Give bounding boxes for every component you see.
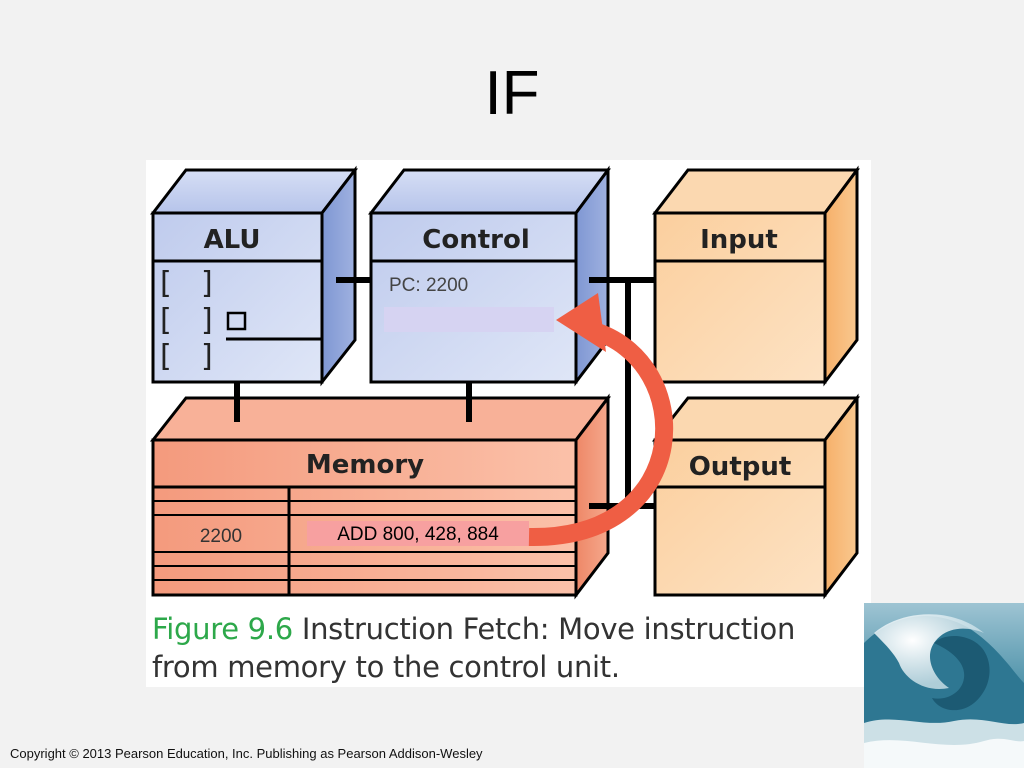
caption-text-2: from memory to the control unit. <box>152 650 620 684</box>
program-counter: PC: 2200 <box>389 275 468 296</box>
ocean-wave-image <box>864 603 1024 768</box>
slide-title: IF <box>484 59 540 128</box>
alu-register-bracket: [ <box>160 303 172 338</box>
alu-register-bracket: [ <box>160 266 172 301</box>
instruction-register <box>384 307 554 332</box>
caption-line-1: Figure 9.6 Instruction Fetch: Move instr… <box>152 610 795 648</box>
control-label: Control <box>422 225 529 255</box>
alu-register-bracket: [ <box>160 339 172 374</box>
input-label: Input <box>700 225 778 255</box>
alu-register-bracket: ] <box>201 266 213 301</box>
figure-number: Figure 9.6 <box>152 612 293 646</box>
alu-box: ALU [ ] [ ] [ ] <box>149 165 359 387</box>
memory-label: Memory <box>306 450 424 480</box>
output-box: Output <box>651 393 861 600</box>
von-neumann-diagram: ALU [ ] [ ] [ ] Control PC: 2200 Inpu <box>146 160 871 687</box>
input-box: Input <box>651 165 860 387</box>
control-box: Control PC: 2200 <box>367 165 611 387</box>
alu-condition-flag <box>226 311 247 331</box>
instruction-fetch-arrow <box>528 293 674 547</box>
memory-box: Memory 2200 ADD 800, 428, 884 <box>149 393 612 600</box>
alu-register-bracket: ] <box>201 339 213 374</box>
alu-label: ALU <box>204 225 261 255</box>
figure-caption: Figure 9.6 Instruction Fetch: Move instr… <box>152 610 795 686</box>
memory-address: 2200 <box>200 526 242 547</box>
memory-instruction-cell <box>307 521 529 546</box>
copyright-notice: Copyright © 2013 Pearson Education, Inc.… <box>10 746 483 761</box>
output-label: Output <box>689 452 792 482</box>
memory-instruction: ADD 800, 428, 884 <box>337 524 499 545</box>
caption-text-1: Instruction Fetch: Move instruction <box>301 612 796 646</box>
alu-register-bracket: ] <box>201 303 213 338</box>
